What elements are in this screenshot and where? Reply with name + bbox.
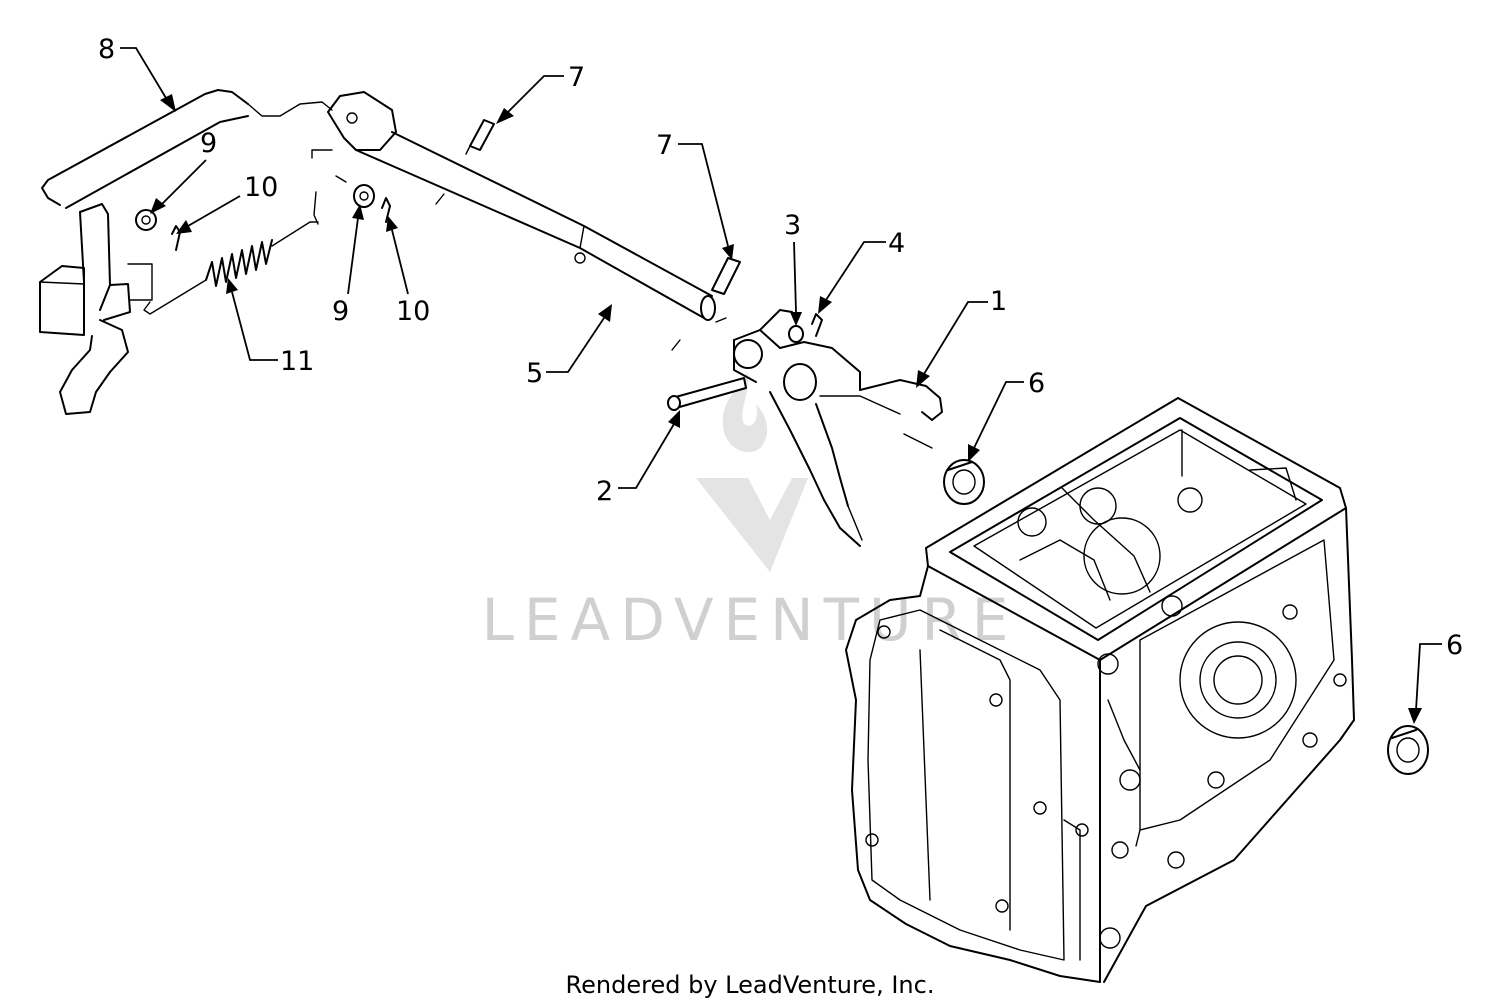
callout-4: 4 [818,228,905,314]
callout-11: 11 [226,278,314,377]
callout-label-9-left: 9 [200,128,217,159]
bearing-upper [943,459,985,505]
spring [143,221,319,315]
callout-7-upper: 7 [496,62,585,124]
callout-9-left: 9 [150,128,217,214]
footer-credit: Rendered by LeadVenture, Inc. [566,971,935,999]
callout-9-mid: 9 [332,204,364,327]
callout-label-6-lower: 6 [1446,630,1463,661]
callout-label-6-upper: 6 [1028,368,1045,399]
watermark-logo-icon [696,372,808,572]
callout-6-lower: 6 [1408,630,1463,724]
cotter-pin-4 [811,313,823,337]
callout-5: 5 [526,304,612,389]
shift-shaft [327,91,727,351]
shift-fork [733,309,943,547]
callout-1: 1 [916,286,1007,388]
roll-pin-upper [465,119,495,155]
callout-label-1: 1 [990,286,1007,317]
callout-8: 8 [98,34,176,112]
callout-3: 3 [784,210,802,326]
watermark: LEADVENTURE [482,372,1019,654]
clevis-pin [667,377,747,411]
washer-mid [353,184,375,208]
callout-label-5: 5 [526,358,543,389]
roll-pin-lower [711,257,741,295]
callout-label-10-mid: 10 [396,296,430,327]
cotter-pin-mid [381,197,391,223]
callout-7-lower: 7 [656,130,734,260]
watermark-text: LEADVENTURE [482,586,1019,654]
transmission-housing [845,397,1355,983]
callout-10-left: 10 [176,172,278,234]
callout-2: 2 [596,410,680,507]
callout-label-11: 11 [280,346,314,377]
callouts: 8 9 10 11 7 9 [98,34,1463,724]
callout-10-mid: 10 [386,216,430,327]
cotter-pin-left [171,225,181,251]
washer-left [135,209,157,231]
callout-label-3: 3 [784,210,801,241]
bearing-lower [1387,725,1429,775]
callout-6-upper: 6 [968,368,1045,462]
callout-label-9-mid: 9 [332,296,349,327]
callout-label-7-upper: 7 [568,62,585,93]
callout-label-7-lower: 7 [656,130,673,161]
washer-3 [788,325,804,343]
pedal-lever-assembly [39,89,333,415]
callout-label-4: 4 [888,228,905,259]
callout-label-8: 8 [98,34,115,65]
callout-label-2: 2 [596,476,613,507]
callout-label-10-left: 10 [244,172,278,203]
